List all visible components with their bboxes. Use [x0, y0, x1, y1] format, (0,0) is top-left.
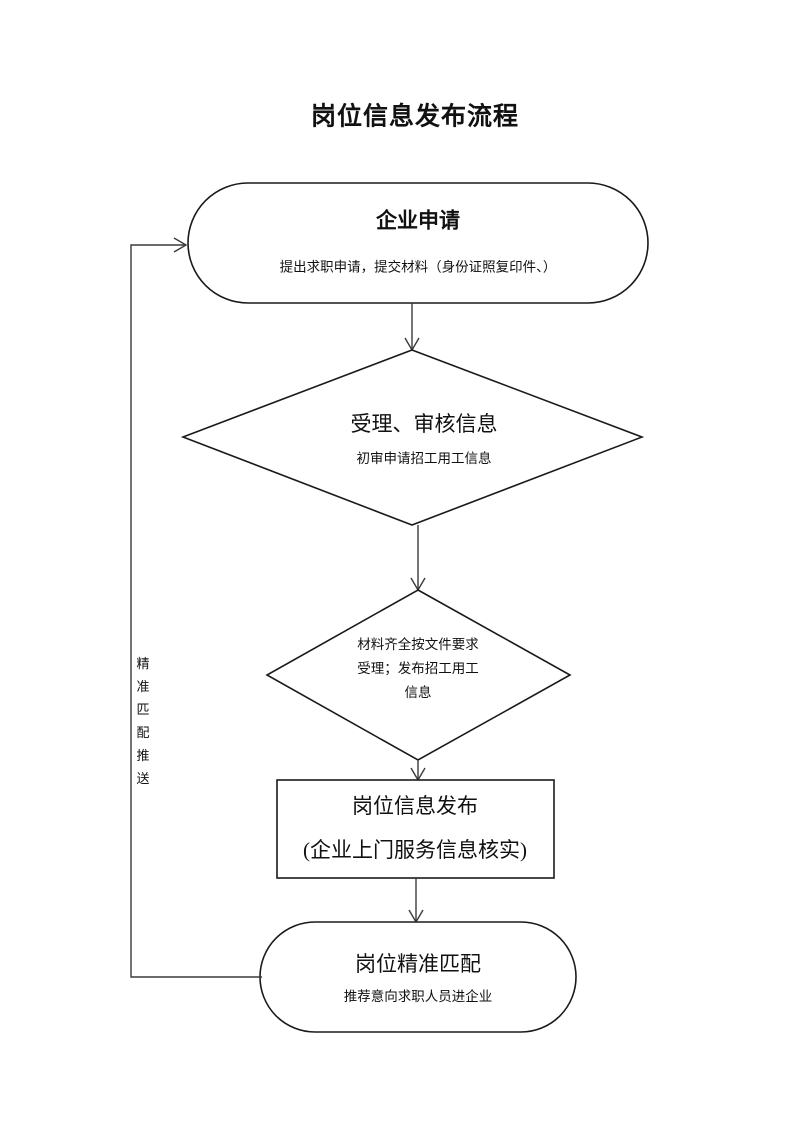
- node-precise-matching[interactable]: 岗位精准匹配 推荐意向求职人员进企业: [259, 921, 577, 1033]
- edge-feedback-arrowhead: [173, 237, 188, 253]
- node-job-publish-shape: [276, 779, 555, 879]
- node-precise-matching-title: 岗位精准匹配: [355, 952, 481, 976]
- feedback-label-char-5: 送: [136, 771, 149, 786]
- node-review-information-title: 受理、审核信息: [351, 412, 498, 436]
- feedback-label-char-4: 推: [136, 748, 149, 763]
- node-materials-complete[interactable]: 材料齐全按文件要求 受理；发布招工用工 信息: [265, 589, 572, 761]
- node-precise-matching-shape: [259, 921, 577, 1033]
- edge-feedback-n5-to-n1: [130, 237, 262, 978]
- edge-n4-to-n5: [408, 878, 424, 924]
- node-materials-complete-line-2: 受理；发布招工用工: [357, 661, 479, 677]
- node-job-publish-line-1: 岗位信息发布: [352, 794, 478, 818]
- edge-feedback-label: 精 准 匹 配 推 送: [136, 656, 149, 786]
- page-title: 岗位信息发布流程: [311, 102, 519, 131]
- edge-n3-to-n4: [410, 760, 426, 782]
- node-materials-complete-line-3: 信息: [405, 684, 432, 700]
- node-job-publish[interactable]: 岗位信息发布 (企业上门服务信息核实): [276, 779, 555, 879]
- edge-feedback-path: [130, 244, 262, 978]
- node-enterprise-application[interactable]: 企业申请 提出求职申请，提交材料（身份证照复印件、）: [187, 182, 649, 304]
- node-enterprise-application-shape: [187, 182, 649, 304]
- feedback-label-char-1: 准: [136, 679, 149, 694]
- feedback-label-char-0: 精: [136, 656, 149, 671]
- feedback-label-char-2: 匹: [136, 702, 149, 717]
- node-review-information-shape: [180, 349, 645, 526]
- edge-n1-to-n2: [404, 303, 420, 352]
- feedback-label-char-3: 配: [136, 725, 149, 740]
- node-enterprise-application-subtitle: 提出求职申请，提交材料（身份证照复印件、）: [280, 259, 557, 275]
- node-precise-matching-subtitle: 推荐意向求职人员进企业: [344, 988, 493, 1004]
- node-materials-complete-line-1: 材料齐全按文件要求: [357, 636, 479, 652]
- node-review-information-subtitle: 初审申请招工用工信息: [357, 450, 492, 466]
- node-job-publish-line-2: (企业上门服务信息核实): [303, 838, 527, 862]
- node-enterprise-application-title: 企业申请: [375, 209, 460, 233]
- edge-n2-to-n3: [410, 525, 426, 592]
- node-review-information[interactable]: 受理、审核信息 初审申请招工用工信息: [180, 349, 645, 526]
